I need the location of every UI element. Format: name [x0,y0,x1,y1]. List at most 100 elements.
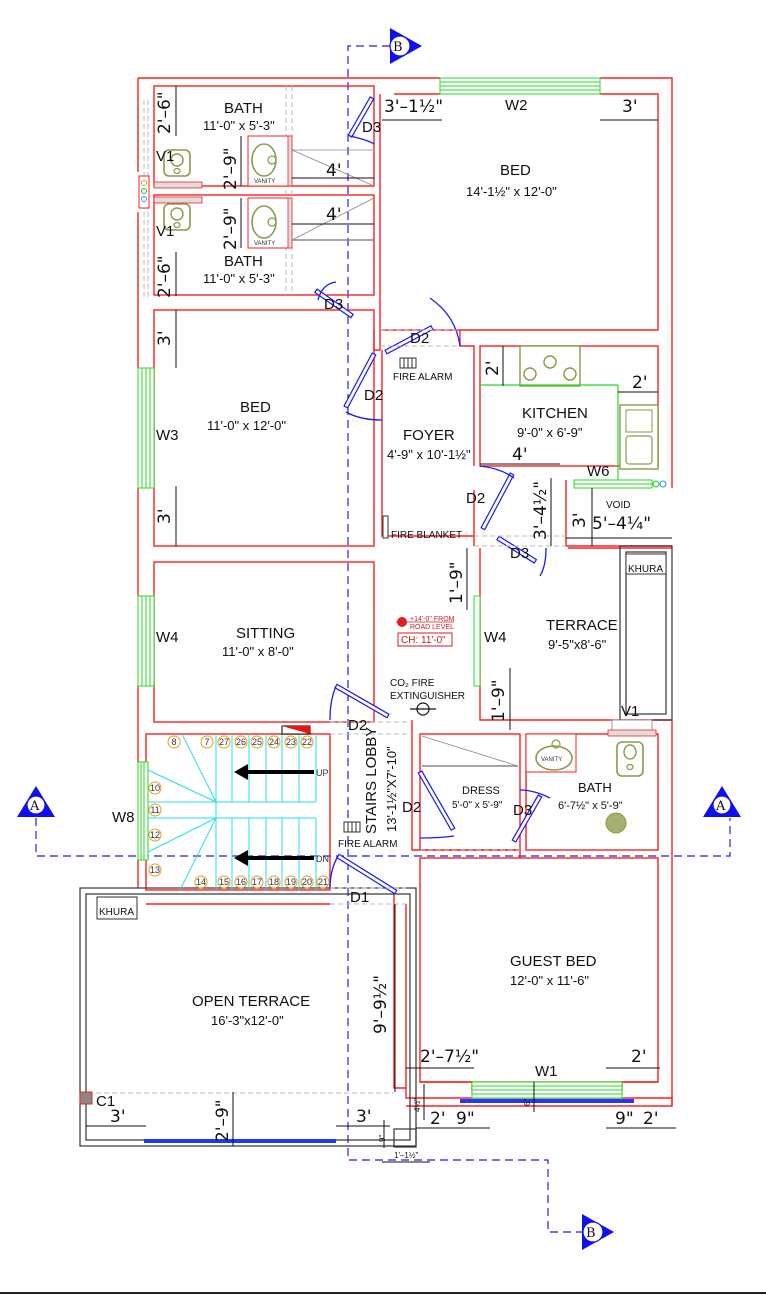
level-marker-icon [396,617,454,627]
doors [313,96,551,895]
vanity-label: VANITY [254,241,275,247]
dimension-text: 3' [570,513,590,529]
marker-label: A [715,799,726,814]
door-label: D2 [402,799,421,816]
door-d3-terrace[interactable] [496,535,547,577]
room-name-bed-left: BED [240,399,271,416]
room-name-bath-top: BATH [224,100,263,117]
window-w4-terrace[interactable] [473,595,481,687]
vanity-icon: VANITY [247,135,293,187]
window-label: W1 [535,1063,558,1080]
dimension-text: 2' [430,1109,446,1129]
door-d3-bath-right[interactable] [511,789,551,843]
stair-step-number: 11 [148,803,162,817]
window-w6[interactable] [573,479,653,489]
section-lines [35,45,731,1233]
co2-extinguisher-label: CO₂ FIRE [390,678,435,689]
khura-label: KHURA [628,564,663,575]
window-label: W4 [156,629,179,646]
room-size-dress: 5'-0" x 5'-9" [452,800,503,811]
dimension-text: 3' [622,97,638,117]
dimension-text: 2'–6" [155,91,175,134]
door-d2-foyer[interactable] [343,352,383,421]
window-w4-left[interactable] [137,595,155,687]
svg-text:8: 8 [171,737,176,747]
fire-blanket-icon [382,515,389,539]
section-marker-b-bottom[interactable]: B [582,1214,614,1250]
section-marker-a-left[interactable]: A [17,786,55,817]
window-w3[interactable] [137,367,155,489]
level-label: ROAD LEVEL [410,624,454,631]
room-size-sitting: 11'-0" x 8'-0" [222,644,294,659]
toilet-icon [163,149,191,177]
section-marker-a-right[interactable]: A [703,786,741,817]
vanity-icon: VANITY [247,197,293,249]
dimension-text: 3' [155,509,175,525]
room-size-stairs-lobby: 13'-1½"X7'-10" [384,746,399,832]
window-label: W8 [112,809,135,826]
dimension-text: 1'–9" [447,561,467,604]
dimension-text: 2' [631,1047,647,1067]
dimension-text: 3' [110,1107,126,1127]
khura-box [96,896,138,920]
door-d1[interactable] [329,853,398,895]
fire-blanket-label: FIRE BLANKET [391,530,462,541]
stair-step-number: 21 [316,875,330,889]
door-label: D3 [510,545,529,562]
toilet-icon [616,741,644,777]
stair-step-number: 10 [148,781,162,795]
room-labels: BATH 11'-0" x 5'-3" BATH 11'-0" x 5'-3" … [192,100,630,1028]
stair-step-number: 20 [300,875,314,889]
door-label: D2 [466,490,485,507]
dimension-text: 2' [632,373,648,393]
stair-up-arrow[interactable]: UP [234,764,329,780]
stair-dn-arrow[interactable]: DN [234,850,329,866]
section-marker-b-top[interactable]: B [389,28,422,64]
room-size-bath-right: 6'-7½" x 5'-9" [558,800,623,812]
room-name-kitchen: KITCHEN [522,405,588,422]
window-w8[interactable] [137,761,149,861]
fire-alarm-icon [343,821,361,833]
door-d3-bed-top[interactable] [347,96,375,145]
marker-label: B [586,1226,596,1241]
room-size-bed-left: 11'-0" x 12'-0" [207,418,286,433]
section-line-a [35,818,731,857]
room-name-bath-bottom: BATH [224,253,263,270]
door-d2-kitchen[interactable] [479,465,515,531]
window-label: W2 [505,97,528,114]
stair-step-number: 14 [194,875,208,889]
stair-step-number: 16 [234,875,248,889]
svg-text:27: 27 [219,737,229,747]
fixtures: VANITY VANITY VANITY [79,135,667,1105]
door-d2-dress[interactable] [417,770,456,839]
door-d2-sitting[interactable] [329,683,390,721]
room-name-sitting: SITTING [236,625,295,642]
ventilator-v1[interactable] [607,719,657,737]
door-d3-bath[interactable] [313,281,354,319]
door-label: D1 [350,889,369,906]
stair-treads-top [215,734,317,802]
stair-step-number: 8 [167,735,181,749]
level-label: +14'-0" FROM [410,616,455,623]
stair-step-number: 13 [148,863,162,877]
fire-alarm-label: FIRE ALARM [393,372,452,383]
window-w2[interactable] [439,77,601,95]
room-size-bath-bottom: 11'-0" x 5'-3" [203,271,275,286]
door-label: D3 [362,119,381,136]
door-d2-bed[interactable] [384,297,461,355]
svg-text:12: 12 [150,830,160,840]
dimension-text: 2' [643,1109,659,1129]
dimension-text: 6" [523,1099,532,1106]
dimension-text: 9" [615,1109,634,1129]
windows [137,77,657,1143]
dimension-text: 1'–9" [489,679,509,722]
stair-step-number: 26 [234,735,248,749]
dimension-text: 2' [483,361,503,377]
marker-label: A [29,799,40,814]
svg-text:25: 25 [252,737,262,747]
dimension-text: 2'–7½" [420,1047,479,1067]
window-w1[interactable] [460,1081,634,1103]
stair-step-number: 23 [284,735,298,749]
ventilator-label: V1 [156,148,174,165]
room-name-guest-bed: GUEST BED [510,953,597,970]
